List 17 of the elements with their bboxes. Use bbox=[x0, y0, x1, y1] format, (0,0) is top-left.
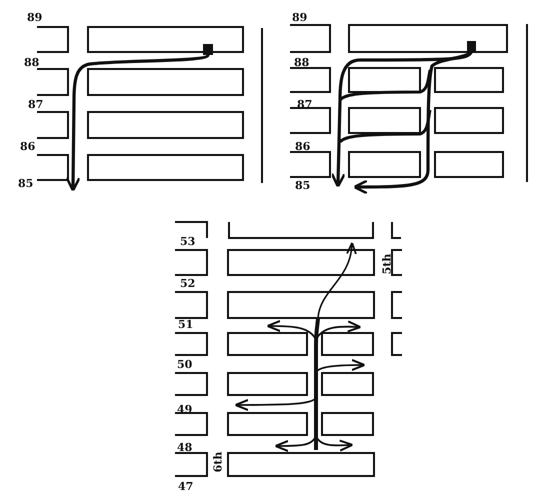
street-number: 88 bbox=[24, 57, 40, 69]
street-number: 88 bbox=[294, 57, 310, 69]
street-number: 52 bbox=[180, 278, 196, 290]
street-number: 47 bbox=[178, 481, 194, 493]
street-number: 53 bbox=[180, 236, 196, 248]
street-number: 85 bbox=[295, 180, 310, 192]
street-number: 48 bbox=[177, 442, 192, 454]
street-number: 86 bbox=[295, 141, 310, 153]
street-number: 50 bbox=[177, 359, 192, 371]
avenue-name: 6th bbox=[212, 452, 224, 472]
street-number: 51 bbox=[178, 319, 194, 331]
avenue-name: 5th bbox=[381, 254, 394, 274]
street-number: 89 bbox=[27, 12, 42, 24]
street-number: 85 bbox=[18, 178, 34, 190]
street-number: 89 bbox=[292, 12, 308, 24]
street-number: 87 bbox=[28, 99, 44, 111]
street-number: 86 bbox=[20, 141, 36, 153]
